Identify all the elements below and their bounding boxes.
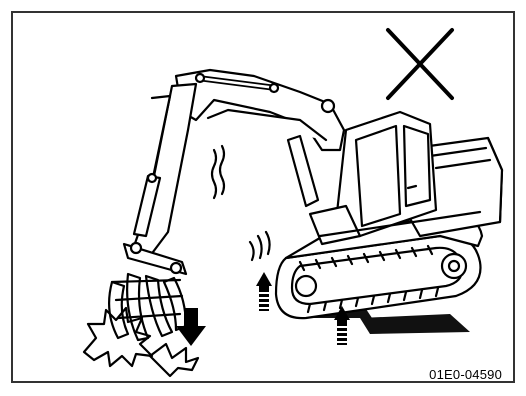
figure-code: 01E0-04590 xyxy=(429,367,502,382)
prohibited-cross-icon xyxy=(388,30,452,98)
vibration-lines xyxy=(212,146,224,198)
excavator-boom xyxy=(176,70,344,206)
grapple-attachment xyxy=(109,243,186,340)
up-arrow-icon xyxy=(256,272,272,311)
track-vibration-lines xyxy=(250,232,270,260)
excavator-arm xyxy=(132,84,196,256)
